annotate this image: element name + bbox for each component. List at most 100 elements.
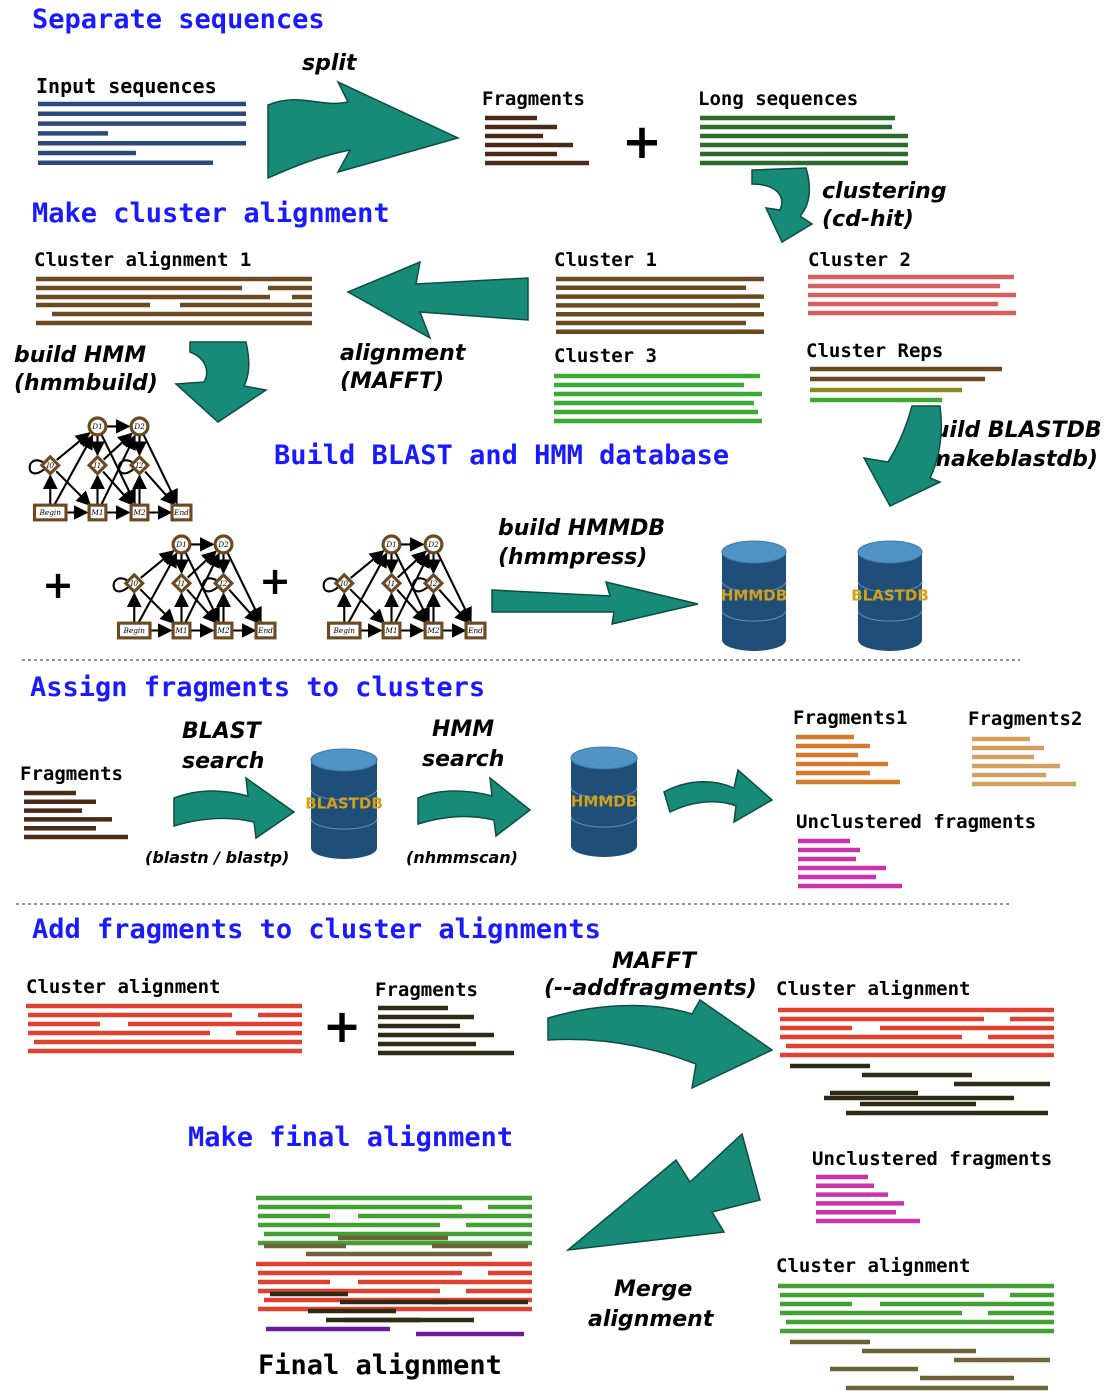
op-split: split <box>302 51 358 76</box>
label-unclustered-assign: Unclustered fragments <box>796 811 1036 833</box>
hmm-self-loop <box>201 577 218 593</box>
hmm-delete-state <box>171 534 192 555</box>
hmm-edge <box>438 588 470 624</box>
op-merge-alignment: alignment <box>588 1307 715 1332</box>
db-label: BLASTDB <box>305 794 383 812</box>
unclustered-assign-block <box>798 838 902 889</box>
label-long-sequences: Long sequences <box>698 88 858 110</box>
hmm-insert-state <box>86 454 109 476</box>
hmm-node-label: End <box>257 626 273 635</box>
label-cluster-3: Cluster 3 <box>554 345 657 367</box>
op-hmm: HMM <box>432 717 494 742</box>
label-fragments-top: Fragments <box>482 88 585 110</box>
hmm-node-label: I1 <box>93 461 102 470</box>
hmm-edge <box>350 550 385 579</box>
hmm-edge <box>102 470 134 506</box>
db-label: HMMDB <box>571 792 637 810</box>
section-title-final: Make final alignment <box>188 1122 513 1153</box>
long-sequences-block <box>700 115 908 166</box>
alignment-arrow <box>346 260 529 340</box>
op-hmm-tool: (nhmmscan) <box>406 848 518 867</box>
hmm-edge <box>140 550 175 579</box>
hmm-node-label: I0 <box>129 579 138 588</box>
hmm-edge <box>142 433 178 505</box>
hmm-edge <box>139 588 176 625</box>
hmm-match-state <box>213 621 234 640</box>
build-hmmdb-arrow <box>491 580 699 625</box>
hmm-insert-state <box>333 572 355 594</box>
build-blastdb-arrow <box>862 405 943 507</box>
hmm-node-label: I0 <box>339 579 348 588</box>
hmm-edge <box>56 432 91 461</box>
hmm-match-state <box>116 621 152 640</box>
op-makeblastdb: (makeblastdb) <box>918 447 1098 472</box>
plus-hmm-1: + <box>42 563 74 607</box>
split-arrow <box>267 80 461 180</box>
hmm-insert-state <box>380 572 403 594</box>
hmm-edge <box>186 588 218 624</box>
hmm-match-state <box>32 503 68 522</box>
hmm-insert-state <box>123 572 145 594</box>
hmm-node-label: I0 <box>45 461 54 470</box>
fragments1-block <box>796 734 900 785</box>
section-title-add: Add fragments to cluster alignments <box>32 914 601 945</box>
input-sequences-block <box>38 101 246 166</box>
op-addfragments: (--addfragments) <box>544 976 757 1001</box>
hmm-edge <box>102 432 133 461</box>
hmm-self-loop <box>322 577 339 593</box>
op-alignment: alignment <box>340 341 467 366</box>
blastdb-cylinder: BLASTDB <box>851 540 929 651</box>
hmm-edge <box>396 550 427 579</box>
hmm-match-state <box>326 621 362 640</box>
op-mafft-add: MAFFT <box>612 949 698 974</box>
hmm-edge <box>347 552 388 624</box>
added-fragments-result-block <box>790 1063 1050 1116</box>
op-cdhit: (cd-hit) <box>822 207 914 232</box>
hmm-insert-state <box>39 454 61 476</box>
hmm-insert-state <box>422 572 445 594</box>
hmm-self-loop <box>117 459 134 475</box>
hmm-delete-state <box>87 416 108 437</box>
label-cluster-alignment-1: Cluster alignment 1 <box>34 249 251 271</box>
hmm-node-label: M1 <box>174 626 187 635</box>
blast-search-arrow <box>173 776 296 840</box>
hmm-self-loop <box>112 577 129 593</box>
plus-hmm-2: + <box>259 559 291 603</box>
hmm-insert-state <box>128 454 151 476</box>
hmm-node-label: Begin <box>123 626 146 635</box>
hmmdb-cylinder: HMMDB <box>721 540 787 651</box>
cluster-alignment-add-block <box>26 1003 302 1054</box>
hmm-edge <box>186 550 217 579</box>
hmm-edge <box>144 470 176 506</box>
label-cluster-alignment-add: Cluster alignment <box>26 976 220 998</box>
hmm-node-label: I2 <box>429 579 438 588</box>
hmm-match-state <box>171 621 192 640</box>
hmm-node-label: D2 <box>217 540 229 549</box>
hmm-edge <box>137 552 178 624</box>
label-cluster-alignment-final: Cluster alignment <box>776 1255 970 1277</box>
db-label: BLASTDB <box>851 586 929 604</box>
hmm-node-label: D2 <box>133 422 145 431</box>
assign-arrow <box>663 768 774 824</box>
mafft-add-arrow <box>547 998 774 1090</box>
hmm-match-state <box>170 503 193 522</box>
op-hmmbuild: (hmmbuild) <box>14 371 158 396</box>
hmm-node-label: I1 <box>177 579 186 588</box>
unclustered-final-block <box>816 1174 920 1224</box>
op-blast-tool: (blastn / blastp) <box>145 848 289 867</box>
hmm-node-label: Begin <box>333 626 356 635</box>
section-title-separate: Separate sequences <box>32 4 325 35</box>
cluster-alignment-1-block <box>36 276 312 326</box>
plus-add: + <box>323 999 362 1053</box>
op-hmmpress: (hmmpress) <box>498 545 647 570</box>
label-fragments1: Fragments1 <box>793 707 907 729</box>
hmm-node-label: M1 <box>90 508 103 517</box>
label-cluster-2: Cluster 2 <box>808 249 911 271</box>
op-build-blastdb: build BLASTDB <box>918 418 1102 443</box>
clustering-arrow <box>751 167 814 244</box>
db-label: HMMDB <box>721 586 787 604</box>
section-title-build_db: Build BLAST and HMM database <box>274 440 729 471</box>
hmm-match-state <box>381 621 402 640</box>
